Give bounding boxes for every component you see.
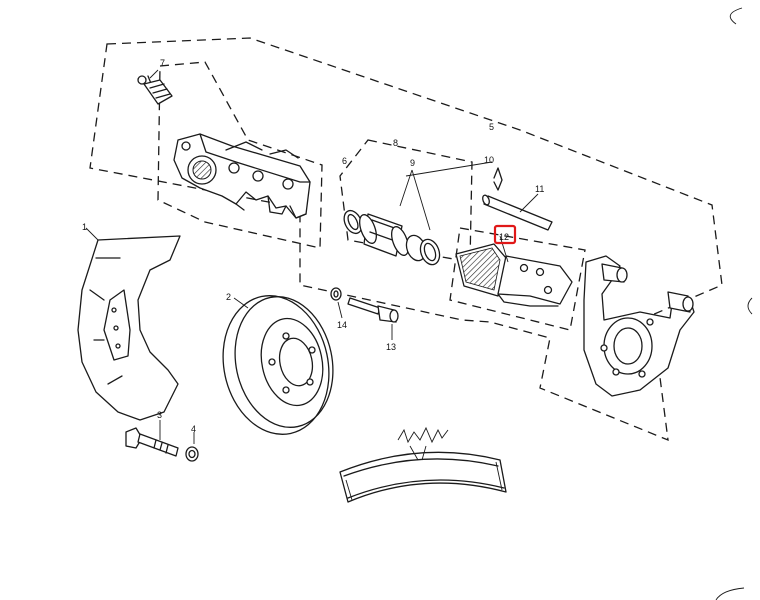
callout-8: 8 (393, 138, 398, 148)
callout-14: 14 (337, 320, 347, 330)
callout-13: 13 (386, 342, 396, 352)
callout-11: 11 (535, 184, 544, 194)
caliper-body (173, 133, 311, 219)
caliper-body-boundary (157, 61, 323, 249)
callout-12: 12 (499, 232, 509, 242)
corner-mark-mid (747, 297, 753, 315)
callout-5: 5 (489, 122, 494, 132)
hex-bolt (125, 420, 179, 457)
callout-1: 1 (82, 222, 87, 232)
callout-4: 4 (191, 424, 196, 434)
dust-shield (77, 227, 181, 421)
callout-6: 6 (342, 156, 347, 166)
corner-mark-bottom (715, 587, 745, 600)
retaining-clip (405, 161, 503, 191)
callout-3: 3 (157, 410, 162, 420)
callout-10: 10 (484, 155, 494, 165)
callout-7: 7 (160, 58, 165, 68)
highlight-box (493, 224, 517, 245)
brake-pads (455, 235, 573, 307)
bleed-screw (137, 69, 173, 105)
brake-disc (222, 295, 334, 435)
washer (185, 432, 199, 462)
caliper-mounting-bracket (583, 255, 695, 397)
pad-retaining-pin (482, 193, 553, 231)
corner-mark-top (729, 7, 743, 25)
caliper-assembly-boundary (89, 37, 723, 442)
washer-small (330, 287, 343, 319)
pad-sketch (339, 426, 507, 503)
callout-2: 2 (226, 292, 231, 302)
guide-bolt (347, 297, 399, 340)
piston-and-seals (343, 169, 441, 266)
callout-9: 9 (410, 158, 415, 168)
